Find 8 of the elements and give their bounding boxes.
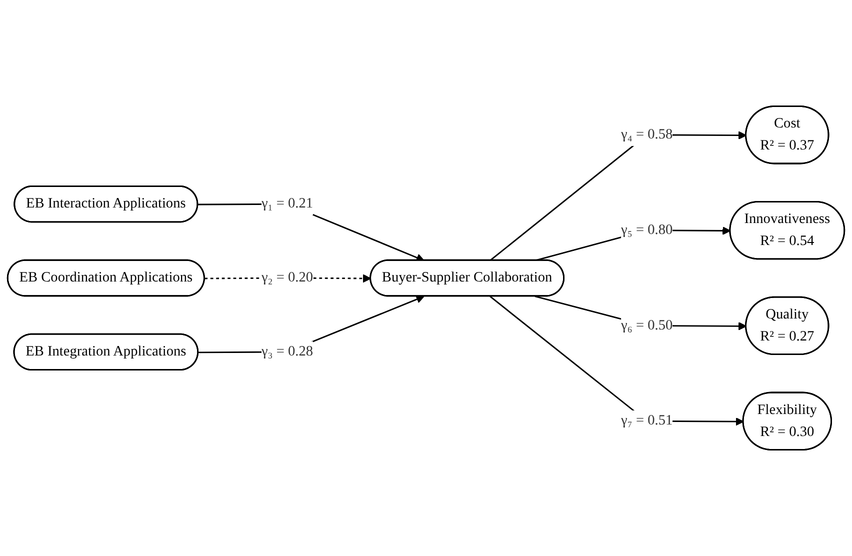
- edge-label: γ₂ = 0.20: [261, 270, 314, 286]
- edge-label: γ₆ = 0.50: [621, 318, 673, 334]
- edge-label: γ₃ = 0.28: [261, 344, 314, 360]
- arrow: [490, 296, 744, 426]
- edge-label: γ₄ = 0.58: [621, 127, 673, 142]
- edge-label: γ₇ = 0.51: [621, 413, 673, 429]
- edge-label: γ₅ = 0.80: [621, 222, 673, 238]
- edge-label: γ₁ = 0.21: [261, 196, 314, 212]
